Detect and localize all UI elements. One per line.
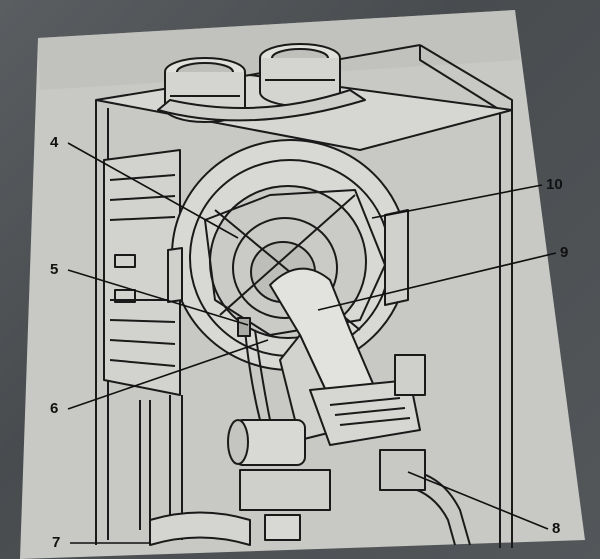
combustion-chamber <box>171 139 409 371</box>
connector-block <box>379 449 426 491</box>
frame-right-inner <box>419 45 501 548</box>
callout-6: 6 <box>50 400 59 417</box>
left-bracket <box>167 247 183 303</box>
pipe-left <box>139 400 151 530</box>
right-bracket <box>384 209 409 306</box>
ignition-lead <box>244 329 271 421</box>
leader-lines <box>67 142 557 544</box>
boiler-drawing <box>95 43 513 548</box>
leader-6 <box>67 339 269 410</box>
callout-7: 7 <box>52 534 61 551</box>
leader-9 <box>317 252 557 311</box>
flue-outlet-right <box>259 43 341 107</box>
frame-right <box>419 44 513 548</box>
callout-5: 5 <box>50 261 59 278</box>
flue-base-plate <box>157 89 366 122</box>
leader-5 <box>67 269 249 326</box>
leader-4 <box>67 142 239 239</box>
gas-valve <box>227 419 331 541</box>
callout-8: 8 <box>552 520 561 537</box>
leader-8 <box>407 471 549 530</box>
fan-housing <box>309 354 426 446</box>
heat-exchanger <box>103 149 181 396</box>
callout-10: 10 <box>546 176 563 193</box>
burner-plate <box>204 189 386 336</box>
electrode <box>237 317 251 337</box>
hose-bottom <box>149 511 251 546</box>
callout-4: 4 <box>50 134 59 151</box>
callout-9: 9 <box>560 244 569 261</box>
leader-10 <box>371 184 543 219</box>
